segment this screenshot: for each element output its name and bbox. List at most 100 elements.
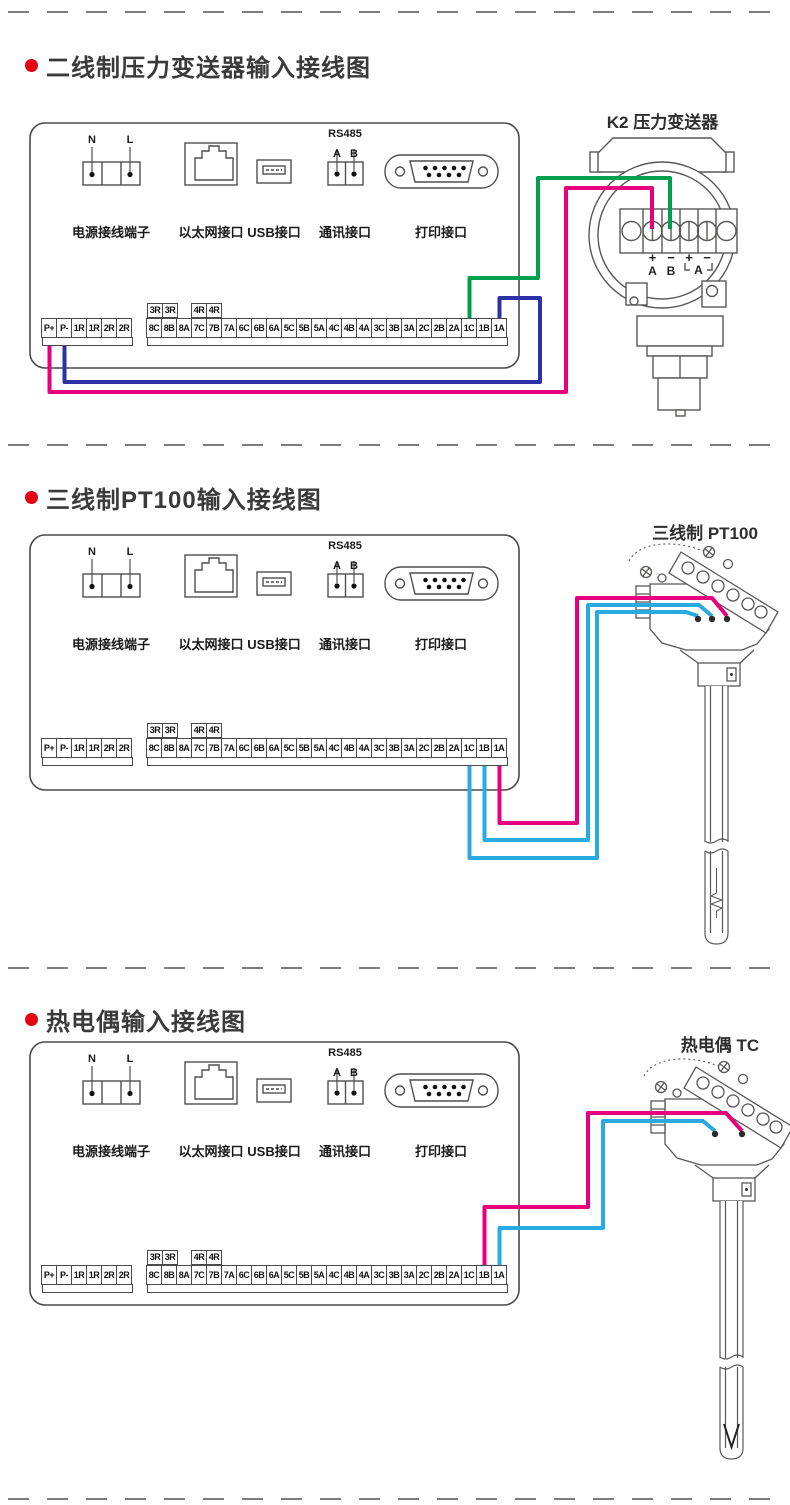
terminal-cell: 2B	[431, 1265, 447, 1285]
terminal-cell: 5A	[311, 1265, 327, 1285]
power-pin-l: L	[126, 134, 134, 146]
terminal-base	[42, 1284, 133, 1293]
terminal-cell: 5C	[281, 318, 297, 338]
wire-pt100-cyan-2	[467, 610, 699, 860]
thermocouple-sensor	[643, 1058, 790, 1460]
terminal-cell: 3C	[371, 1265, 387, 1285]
transmitter-terminal-labels: + − + − A B A	[648, 250, 711, 278]
terminal-cell: 6B	[251, 318, 267, 338]
wire-terminal-dots	[694, 615, 746, 1138]
terminal-cell: 3R	[147, 303, 163, 318]
bullet-icon	[25, 1013, 38, 1026]
channel-b-label: B	[667, 264, 676, 278]
port-label-printer: 打印接口	[414, 225, 467, 240]
terminal-cell: 1B	[476, 1265, 492, 1285]
terminal-cell: 8A	[176, 1265, 192, 1285]
sensor-label-pt100: 三线制 PT100	[652, 524, 758, 543]
power-pin-l: L	[126, 1053, 134, 1065]
terminal-cell: 1R	[86, 1265, 102, 1285]
terminal-cell: 1A	[491, 1265, 507, 1285]
port-label-comm: 通讯接口	[318, 1144, 371, 1159]
wire-pt100-cyan-1	[482, 603, 714, 842]
terminal-cell: 8C	[146, 318, 162, 338]
port-label-power: 电源接线端子	[71, 637, 150, 652]
section-divider-1	[8, 444, 782, 446]
terminal-cell: 6C	[236, 1265, 252, 1285]
terminal-cell: 2C	[416, 1265, 432, 1285]
terminal-cell: 3R	[147, 723, 163, 738]
terminal-cell: 1A	[491, 318, 507, 338]
port-label-comm: 通讯接口	[318, 637, 371, 652]
terminal-cell: 4R	[191, 303, 207, 318]
terminal-cell: P-	[56, 318, 72, 338]
port-label-usb: USB接口	[247, 225, 301, 240]
terminal-cell: 7C	[191, 1265, 207, 1285]
terminal-cell: 1R	[71, 738, 87, 758]
rs485-label: RS485	[328, 1047, 362, 1059]
port-label-printer: 打印接口	[414, 1144, 467, 1159]
pressure-transmitter	[588, 137, 738, 417]
terminal-cell: 6B	[251, 738, 267, 758]
terminal-cell: P+	[41, 738, 57, 758]
terminal-cell: 4C	[326, 738, 342, 758]
power-pin-n: N	[88, 134, 96, 146]
wire-signal-green	[467, 176, 672, 319]
comm-pin-a: A	[333, 560, 341, 572]
port-label-power: 电源接线端子	[71, 225, 150, 240]
polarity-label: +	[685, 250, 693, 265]
comm-pin-b: B	[350, 148, 358, 160]
terminal-cell: 8A	[176, 738, 192, 758]
terminal-cell: 8C	[146, 738, 162, 758]
terminal-cell: 6B	[251, 1265, 267, 1285]
terminal-cell: 8B	[161, 738, 177, 758]
terminal-cell: 1B	[476, 318, 492, 338]
terminal-cell: 1R	[86, 738, 102, 758]
terminal-base	[147, 1284, 508, 1293]
wire-tc-magenta	[482, 1111, 744, 1266]
wire-power-plus-magenta	[47, 186, 654, 394]
page-divider-top	[8, 11, 782, 13]
sensor-label-tc: 热电偶 TC	[680, 1036, 760, 1055]
terminal-cell: P-	[56, 738, 72, 758]
port-label-printer: 打印接口	[414, 637, 467, 652]
comm-pin-a: A	[333, 1067, 341, 1079]
terminal-cell: 7B	[206, 1265, 222, 1285]
terminal-cell: 7A	[221, 1265, 237, 1285]
terminal-cell: 2B	[431, 318, 447, 338]
terminal-cell: 8C	[146, 1265, 162, 1285]
terminal-cell: 2A	[446, 738, 462, 758]
terminal-cell: 4C	[326, 1265, 342, 1285]
terminal-cell: 2C	[416, 318, 432, 338]
terminal-cell: 5B	[296, 738, 312, 758]
power-pin-n: N	[88, 1053, 96, 1065]
terminal-cell: 1B	[476, 738, 492, 758]
terminal-cell: 2A	[446, 1265, 462, 1285]
terminal-cell: 1R	[71, 1265, 87, 1285]
terminal-cell: 7C	[191, 318, 207, 338]
terminal-cell: P+	[41, 1265, 57, 1285]
terminal-cell: 8B	[161, 318, 177, 338]
terminal-cell: 2A	[446, 318, 462, 338]
polarity-label: −	[667, 250, 675, 265]
bullet-icon	[25, 59, 38, 72]
rs485-label: RS485	[328, 540, 362, 552]
port-label-usb: USB接口	[247, 637, 301, 652]
port-label-usb: USB接口	[247, 1144, 301, 1159]
terminal-cell: P-	[56, 1265, 72, 1285]
polarity-label: +	[649, 250, 657, 265]
wires	[47, 176, 744, 1266]
terminal-cell: 3A	[401, 738, 417, 758]
terminal-base	[147, 337, 508, 346]
port-label-ethernet: 以太网接口	[178, 1144, 244, 1159]
terminal-base	[42, 337, 133, 346]
wire-tc-cyan	[497, 1119, 717, 1266]
bullet-icon	[25, 491, 38, 504]
terminal-cell: 4R	[206, 723, 222, 738]
section-title-3: 热电偶输入接线图	[46, 1009, 246, 1036]
